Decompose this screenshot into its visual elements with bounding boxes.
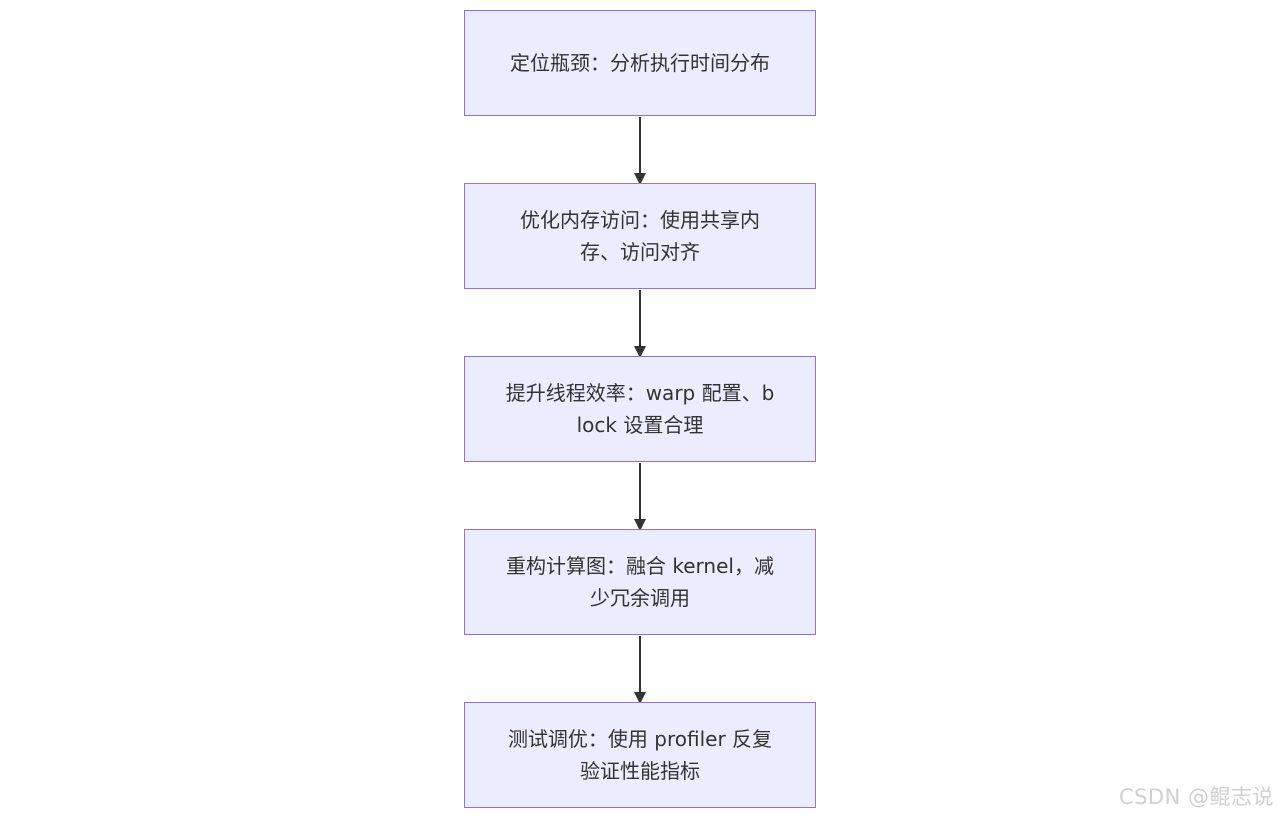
flow-node-test-tuning: 测试调优：使用 profiler 反复验证性能指标: [464, 702, 816, 808]
flow-node-label: 重构计算图：融合 kernel，减少冗余调用: [506, 554, 774, 610]
flow-node-optimize-memory: 优化内存访问：使用共享内存、访问对齐: [464, 183, 816, 289]
flow-node-locate-bottleneck: 定位瓶颈：分析执行时间分布: [464, 10, 816, 116]
flow-node-label: 测试调优：使用 profiler 反复验证性能指标: [507, 727, 773, 783]
flow-node-label: 定位瓶颈：分析执行时间分布: [510, 51, 770, 75]
flow-node-refactor-graph: 重构计算图：融合 kernel，减少冗余调用: [464, 529, 816, 635]
csdn-watermark: CSDN @鲲志说: [1118, 785, 1274, 809]
flow-node-label: 提升线程效率：warp 配置、block 设置合理: [505, 381, 775, 437]
flow-node-label: 优化内存访问：使用共享内存、访问对齐: [520, 208, 760, 264]
flow-node-thread-efficiency: 提升线程效率：warp 配置、block 设置合理: [464, 356, 816, 462]
